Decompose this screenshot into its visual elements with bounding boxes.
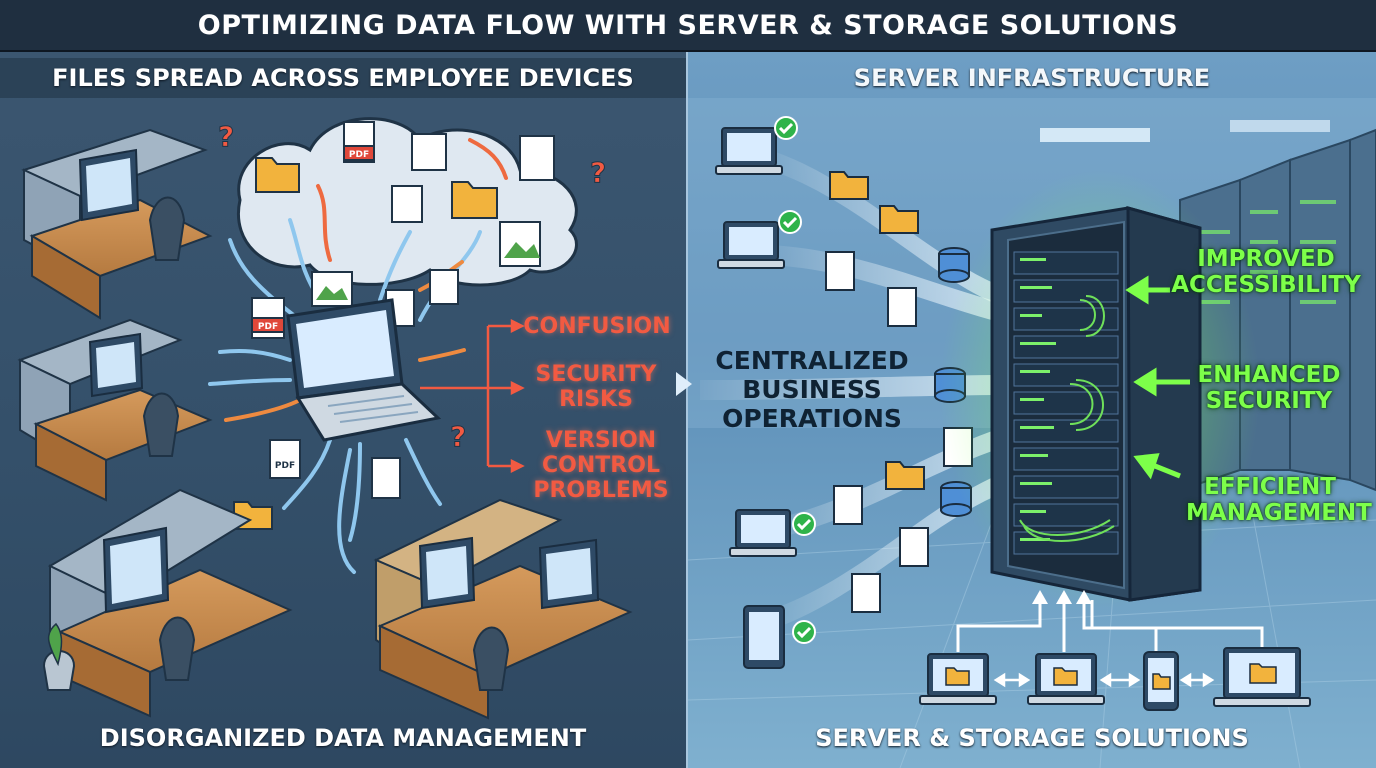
problem-connectors [420,318,525,474]
cloud-files [255,121,555,267]
benefit-management: EFFICIENT MANAGEMENT [1186,474,1372,526]
loose-pdf-labels: PDF [258,322,278,332]
left-heading: FILES SPREAD ACROSS EMPLOYEE DEVICES [0,58,686,98]
client-laptops [715,116,816,669]
laptop-icon [286,298,442,442]
question-icon: ? [218,120,234,153]
phone-icon [1143,651,1179,711]
pdf-icon: PDF [258,322,278,332]
storage-devices [919,590,1311,711]
problem-version-control: VERSION CONTROL PROBLEMS [533,428,669,503]
transition-arrow [676,372,692,396]
panel-divider [686,52,688,768]
pdf-icon: PDF [275,461,295,471]
problem-confusion: CONFUSION [523,314,671,339]
question-icons: ? ? ? [218,120,607,454]
question-icon: ? [450,420,466,453]
desk-icon [17,128,633,720]
pdf-icon: PDF [349,150,369,160]
page-title: OPTIMIZING DATA FLOW WITH SERVER & STORA… [197,9,1179,41]
right-footer: SERVER & STORAGE SOLUTIONS [815,724,1249,752]
right-heading: SERVER INFRASTRUCTURE [853,64,1211,92]
server-rack-icon [940,170,1260,610]
loose-files [233,269,459,530]
benefit-accessibility: IMPROVED ACCESSIBILITY [1171,246,1361,298]
problem-security-risks: SECURITY RISKS [535,362,657,412]
benefit-arrows [1125,275,1190,480]
loose-pdf-labels-2: PDF [275,461,295,471]
left-footer: DISORGANIZED DATA MANAGEMENT [99,724,587,752]
central-label: CENTRALIZED BUSINESS OPERATIONS [715,346,909,433]
cloud-pdf-label: PDF [349,150,369,160]
question-icon: ? [590,156,606,189]
benefit-security: ENHANCED SECURITY [1197,362,1341,414]
title-bar: OPTIMIZING DATA FLOW WITH SERVER & STORA… [0,0,1376,52]
